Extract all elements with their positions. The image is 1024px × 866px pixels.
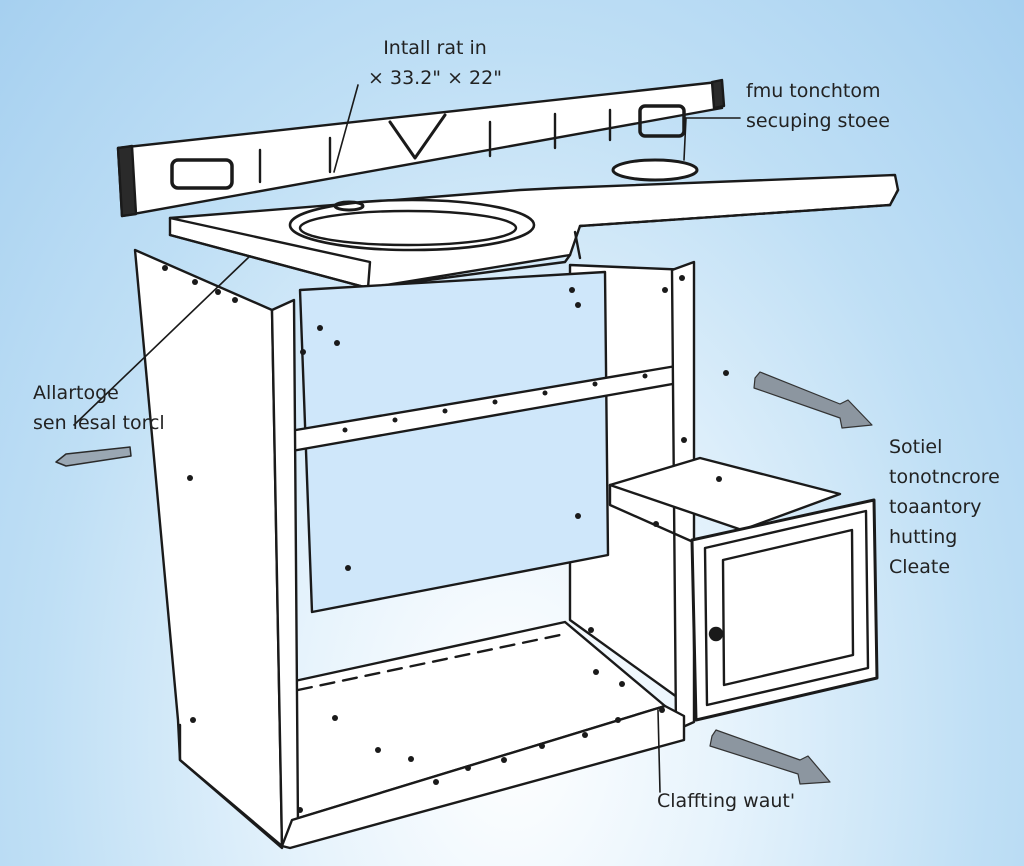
leader-lines: [73, 84, 741, 793]
level-notch-icon: [388, 113, 447, 160]
cabinet-back-panel: [298, 270, 610, 614]
countertop: [168, 158, 900, 290]
cabinet-left-panel: [133, 248, 284, 850]
screw-holes: [162, 265, 729, 813]
faucet-hole-icon: [611, 158, 699, 182]
cabinet-door: [690, 498, 879, 722]
bar-slot-right-icon: [638, 104, 686, 138]
arrow-right-down-icon: [709, 729, 831, 785]
door-knob-icon: [708, 626, 724, 642]
arrow-left-icon: [55, 446, 132, 467]
label-side-panel: Allartoge sen lesal torcl: [33, 382, 165, 434]
drawer-box: [608, 456, 842, 547]
label-install-rail: Intall rat in × 33.2" × 22": [368, 37, 502, 89]
sink-basin-icon: [288, 198, 536, 252]
label-drawer: Sotiel tonotncrore toaantory hutting Cle…: [889, 436, 1000, 578]
arrow-right-icon: [753, 371, 873, 429]
label-crafting: Claffting waut': [657, 790, 796, 812]
backsplash-level-bar: [116, 78, 726, 218]
label-countertop: fmu tonchtom secuping stoee: [746, 80, 890, 132]
bar-slot-left-icon: [170, 158, 234, 190]
